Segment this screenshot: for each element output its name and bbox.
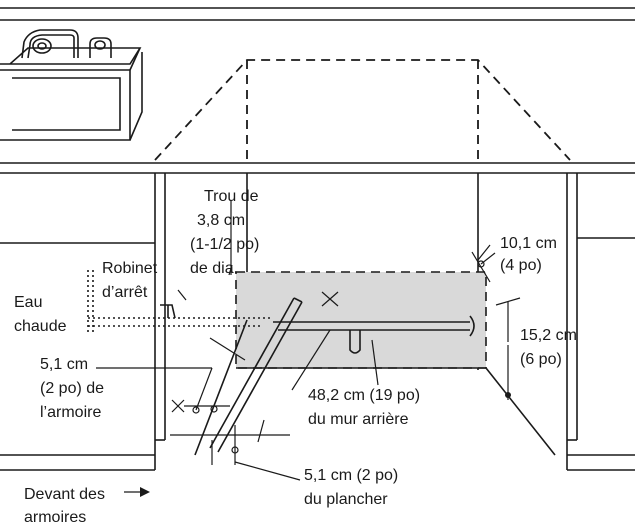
- drain-hose: [209, 297, 475, 453]
- hole-size-label: 3,8 cm: [197, 212, 245, 229]
- hot-water-line: [87, 270, 270, 335]
- sink: [0, 47, 143, 141]
- labels: Trou de 3,8 cm (1-1/2 po) de dia. Robine…: [14, 188, 577, 526]
- hole-size-label: (1-1/2 po): [190, 236, 259, 253]
- cabinet-left: [0, 173, 166, 471]
- top-dimension-label: (4 po): [500, 257, 542, 274]
- cabinet-front-label: armoires: [24, 509, 86, 526]
- hole-marker-icon: [171, 291, 339, 413]
- back-wall-distance-label: du mur arrière: [308, 411, 409, 428]
- hole-size-label: Trou de: [204, 188, 259, 205]
- floor-distance-label: 5,1 cm (2 po): [304, 467, 398, 484]
- top-dimension-label: 10,1 cm: [500, 235, 557, 252]
- side-dimension-label: 15,2 cm: [520, 327, 577, 344]
- cabinet-distance-label: 5,1 cm: [40, 356, 88, 373]
- floor-distance-label: du plancher: [304, 491, 388, 508]
- cabinet-distance-label: (2 po) de: [40, 380, 104, 397]
- dishwasher-outline: [154, 59, 571, 161]
- cabinet-distance-label: l’armoire: [40, 404, 101, 421]
- countertop: [0, 7, 635, 174]
- right-dimensions: [471, 244, 521, 400]
- hole-size-label: de dia.: [190, 260, 238, 277]
- shutoff-valve-label: d’arrêt: [102, 284, 148, 301]
- side-dimension-label: (6 po): [520, 351, 562, 368]
- leader-lines: [96, 200, 379, 497]
- floor: [194, 319, 556, 456]
- cabinet-front-label: Devant des: [24, 486, 105, 503]
- hot-water-label: chaude: [14, 318, 67, 335]
- faucet-icon: [21, 29, 112, 59]
- hot-water-label: Eau: [14, 294, 42, 311]
- shutoff-valve-label: Robinet: [102, 260, 158, 277]
- cabinet-right: [566, 173, 635, 471]
- back-wall-distance-label: 48,2 cm (19 po): [308, 387, 420, 404]
